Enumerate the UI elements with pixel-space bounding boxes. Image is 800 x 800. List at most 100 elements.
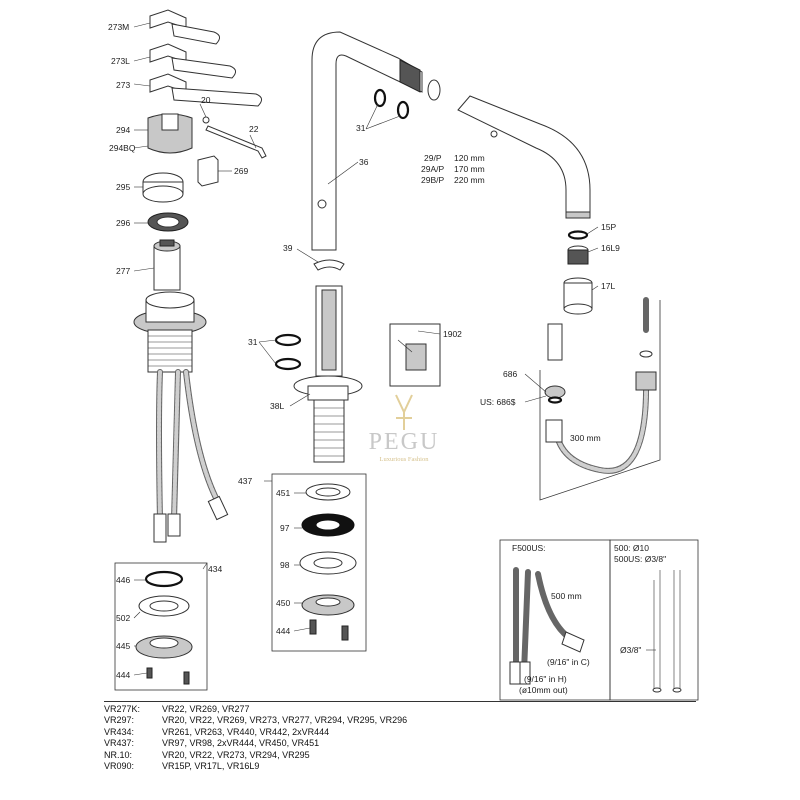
part-20-pin bbox=[202, 116, 210, 124]
watermark-brand: PEGU bbox=[369, 429, 440, 455]
legend-code: NR.10: bbox=[104, 749, 133, 760]
o-ring-31-upper-b bbox=[396, 100, 410, 120]
aerator-16L9 bbox=[567, 245, 589, 265]
f500us-thread-c: (9/16" in C) bbox=[547, 657, 590, 667]
legend-row: VR277K: VR22, VR269, VR277 bbox=[104, 704, 704, 715]
f500us-box bbox=[499, 539, 611, 701]
callout-273M: 273M bbox=[108, 22, 129, 32]
spout-36 bbox=[311, 31, 441, 251]
o-ring-31-lower-a bbox=[274, 333, 302, 347]
legend-code: VR437: bbox=[104, 738, 135, 749]
legend-parts: VR15P, VR17L, VR16L9 bbox=[162, 760, 260, 771]
tube-diameter: Ø3/8" bbox=[620, 645, 641, 655]
callout-450: 450 bbox=[276, 598, 290, 608]
kit-legend: VR277K: VR22, VR269, VR277 VR297: VR20, VR… bbox=[104, 704, 704, 772]
callout-20: 20 bbox=[201, 95, 211, 105]
legend-row: VR090: VR15P, VR17L, VR16L9 bbox=[104, 761, 704, 772]
length-120mm: 120 mm bbox=[454, 153, 485, 163]
callout-296: 296 bbox=[116, 218, 130, 228]
legend-parts: VR261, VR263, VR440, VR442, 2xVR444 bbox=[162, 726, 330, 737]
part-294-lever-base bbox=[147, 113, 193, 154]
callout-16L9: 16L9 bbox=[601, 243, 620, 253]
f500us-length: 500 mm bbox=[551, 591, 582, 601]
callout-97: 97 bbox=[280, 523, 290, 533]
legend-code: VR277K: bbox=[104, 704, 141, 714]
watermark: PEGU Luxurious Fashion bbox=[369, 394, 440, 463]
handle-273 bbox=[149, 73, 262, 107]
aerator-17L bbox=[563, 277, 593, 315]
legend-row: VR434: VR261, VR263, VR440, VR442, 2xVR44… bbox=[104, 727, 704, 738]
part-38L-shaft bbox=[293, 285, 363, 463]
tube-500US-size: 500US: Ø3/8" bbox=[614, 554, 666, 564]
callout-US-686: US: 686$ bbox=[480, 397, 516, 407]
callout-444-kit437: 444 bbox=[276, 626, 290, 636]
watermark-tagline: Luxurious Fashion bbox=[380, 456, 430, 463]
part-269-nut bbox=[197, 155, 219, 187]
callout-36: 36 bbox=[359, 157, 369, 167]
hose-686-box bbox=[539, 297, 661, 501]
hoses-left bbox=[153, 369, 229, 543]
o-ring-31-lower-b bbox=[274, 357, 302, 371]
callout-17L: 17L bbox=[601, 281, 615, 291]
legend-code: VR090: bbox=[104, 760, 135, 771]
callout-445: 445 bbox=[116, 641, 130, 651]
callout-502: 502 bbox=[116, 613, 130, 623]
callout-29P: 29/P bbox=[424, 153, 442, 163]
handle-273L bbox=[149, 43, 236, 79]
callout-273L: 273L bbox=[111, 56, 130, 66]
callout-22: 22 bbox=[249, 124, 259, 134]
callout-444-kit434: 444 bbox=[116, 670, 130, 680]
callout-1902: 1902 bbox=[443, 329, 462, 339]
legend-divider bbox=[104, 701, 696, 702]
leader-lines bbox=[133, 22, 599, 676]
o-ring-31-upper-a bbox=[373, 88, 387, 108]
callout-29BP: 29B/P bbox=[421, 175, 444, 185]
callout-269: 269 bbox=[234, 166, 248, 176]
callout-686: 686 bbox=[503, 369, 517, 379]
callout-437: 437 bbox=[238, 476, 252, 486]
part-295-bonnet bbox=[142, 172, 184, 203]
legend-code: VR297: bbox=[104, 715, 135, 726]
callout-15P: 15P bbox=[601, 222, 616, 232]
callout-446: 446 bbox=[116, 575, 130, 585]
legend-code: VR434: bbox=[104, 726, 135, 737]
legend-row: NR.10:VR20, VR22, VR273, VR294, VR295 bbox=[104, 750, 704, 761]
callout-451: 451 bbox=[276, 488, 290, 498]
callout-295: 295 bbox=[116, 182, 130, 192]
callout-31-lower: 31 bbox=[248, 337, 258, 347]
tap-body-left bbox=[133, 291, 207, 373]
watermark-logo bbox=[395, 394, 413, 430]
kit-434-box bbox=[114, 562, 208, 691]
part-1902-plate bbox=[389, 323, 441, 387]
callout-31-upper: 31 bbox=[356, 123, 366, 133]
legend-parts: VR22, VR269, VR277 bbox=[162, 704, 250, 714]
legend-parts: VR20, VR22, VR269, VR273, VR277, VR294, … bbox=[162, 715, 408, 726]
callout-98: 98 bbox=[280, 560, 290, 570]
f500us-thread-h: (9/16" in H) bbox=[524, 674, 567, 684]
legend-row: VR297: VR20, VR22, VR269, VR273, VR277, V… bbox=[104, 715, 704, 726]
callout-294BQ: 294BQ bbox=[109, 143, 136, 153]
f500us-title: F500US: bbox=[512, 543, 546, 553]
legend-parts: VR97, VR98, 2xVR444, VR450, VR451 bbox=[162, 738, 320, 749]
callout-38L: 38L bbox=[270, 401, 284, 411]
callout-39: 39 bbox=[283, 243, 293, 253]
handle-273M bbox=[149, 9, 220, 45]
f500us-outlet: (ø10mm out) bbox=[519, 685, 568, 695]
callout-294: 294 bbox=[116, 125, 130, 135]
spout-29P bbox=[457, 95, 591, 219]
legend-row: VR437: VR97, VR98, 2xVR444, VR450, VR451 bbox=[104, 738, 704, 749]
callout-29AP: 29A/P bbox=[421, 164, 444, 174]
part-39-clip bbox=[313, 259, 345, 271]
length-170mm: 170 mm bbox=[454, 164, 485, 174]
tube-500-size: 500: Ø10 bbox=[614, 543, 649, 553]
callout-labels: 273M 273L 273 20 22 294 294BQ 295 269 29… bbox=[108, 22, 666, 695]
o-ring-15P bbox=[567, 230, 589, 240]
part-296-ring bbox=[147, 212, 189, 232]
part-277-cartridge bbox=[153, 239, 181, 291]
callout-273: 273 bbox=[116, 80, 130, 90]
kit-437-box bbox=[271, 473, 367, 652]
length-300mm: 300 mm bbox=[570, 433, 601, 443]
length-220mm: 220 mm bbox=[454, 175, 485, 185]
tube-500-box bbox=[609, 539, 699, 701]
